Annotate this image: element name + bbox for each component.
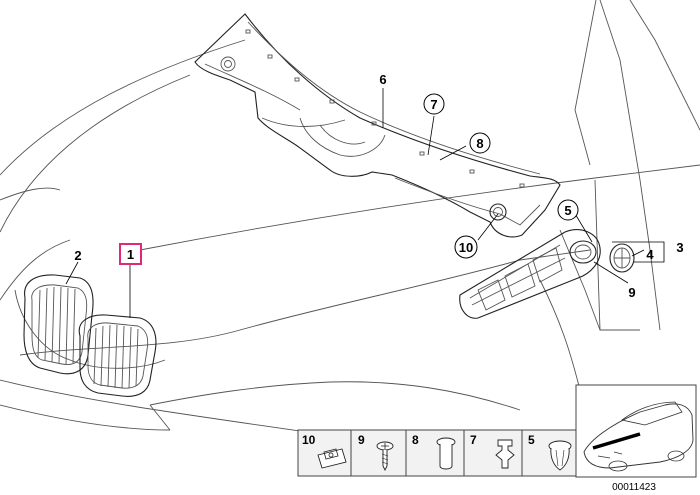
legend-item-9: 9 xyxy=(358,433,394,472)
callout-1: 1 xyxy=(119,243,142,265)
svg-text:9: 9 xyxy=(628,285,635,300)
svg-text:5: 5 xyxy=(528,433,535,447)
svg-text:7: 7 xyxy=(430,97,437,112)
callout-6: 6 xyxy=(379,72,386,87)
svg-text:10: 10 xyxy=(459,240,473,255)
callout-2: 2 xyxy=(74,248,81,263)
callout-8: 8 xyxy=(469,132,491,154)
cowl-panel xyxy=(194,13,561,238)
badge-emblem xyxy=(609,243,635,273)
svg-text:5: 5 xyxy=(564,203,571,218)
svg-text:10: 10 xyxy=(302,433,316,447)
car-body-outline xyxy=(0,0,700,453)
fastener-legend: 10 9 8 7 xyxy=(297,429,577,477)
clip-icon xyxy=(495,439,515,469)
air-intake-grille xyxy=(459,229,601,319)
screw-icon xyxy=(376,441,394,472)
drawing-number: 00011423 xyxy=(612,482,656,493)
clip-nut-icon xyxy=(317,448,347,469)
legend-item-5: 5 xyxy=(528,433,572,471)
legend-item-10: 10 xyxy=(302,433,347,469)
kidney-grille-left xyxy=(23,274,94,375)
intake-vanes xyxy=(477,247,563,311)
callout-10: 10 xyxy=(454,235,478,259)
car-locator-thumbnail xyxy=(575,384,697,478)
svg-text:3: 3 xyxy=(676,240,683,255)
leader-lines xyxy=(65,88,665,318)
legend-item-7: 7 xyxy=(470,433,515,469)
callout-7: 7 xyxy=(423,93,445,115)
plug-icon xyxy=(436,437,456,470)
svg-text:8: 8 xyxy=(412,433,419,447)
svg-text:8: 8 xyxy=(476,136,483,151)
callout-5: 5 xyxy=(557,199,579,221)
svg-text:2: 2 xyxy=(74,248,81,263)
svg-text:6: 6 xyxy=(379,72,386,87)
callout-3: 3 xyxy=(676,240,683,255)
svg-text:7: 7 xyxy=(470,433,477,447)
callout-9: 9 xyxy=(628,285,635,300)
cowl-clip-marks xyxy=(245,29,525,188)
legend-item-8: 8 xyxy=(412,433,456,470)
callout-4: 4 xyxy=(646,247,654,262)
svg-text:1: 1 xyxy=(127,247,134,262)
svg-text:4: 4 xyxy=(646,247,654,262)
expanding-rivet-icon xyxy=(548,440,572,471)
svg-text:9: 9 xyxy=(358,433,365,447)
kidney-grille-right xyxy=(78,314,157,397)
